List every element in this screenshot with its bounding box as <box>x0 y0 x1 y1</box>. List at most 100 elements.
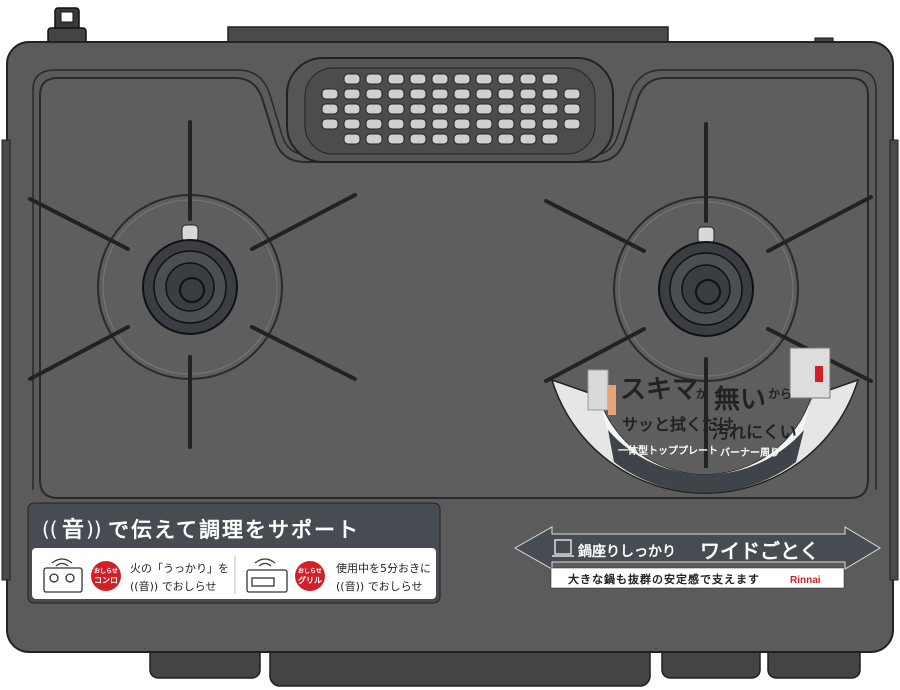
vent-hole <box>343 103 361 115</box>
grate-title-small: 鍋座りしっかり <box>578 543 676 560</box>
vent-hole <box>387 73 405 85</box>
vent-hole <box>453 73 471 85</box>
vent-hole <box>453 118 471 130</box>
grate-arm <box>766 195 873 253</box>
vent-hole <box>431 88 449 100</box>
vent-hole <box>453 133 471 145</box>
vent-hole <box>343 73 361 85</box>
rinnai-logo: Rinnai <box>790 575 821 586</box>
vent-hole <box>475 118 493 130</box>
vent-hole <box>563 103 581 115</box>
vent-hole <box>321 118 339 130</box>
vent-hole <box>497 88 515 100</box>
vent-grille <box>286 57 614 163</box>
grill-alert-icon <box>246 558 288 593</box>
vent-hole <box>321 88 339 100</box>
flame-sensor <box>181 224 199 242</box>
burner-left <box>28 120 357 449</box>
vent-hole <box>563 118 581 130</box>
vent-hole <box>497 73 515 85</box>
alert-badge-stove-bottom: コンロ <box>94 576 118 585</box>
vent-hole <box>519 133 537 145</box>
grate-subtitle: 大きな鍋も抜群の安定感で支えます <box>568 572 760 586</box>
vent-hole <box>453 103 471 115</box>
vent-hole <box>365 103 383 115</box>
vent-hole <box>409 88 427 100</box>
vent-hole <box>519 103 537 115</box>
vent-hole <box>475 103 493 115</box>
vent-hole <box>475 73 493 85</box>
sound-waves-right: )) <box>86 517 102 541</box>
vent-hole <box>365 88 383 100</box>
vent-hole <box>387 88 405 100</box>
grill-alert-line2: ((音)) でおしらせ <box>336 579 422 593</box>
vent-hole <box>563 88 581 100</box>
grate-arm <box>250 193 357 251</box>
sound-banner-sound: 音 <box>62 517 84 543</box>
vent-hole <box>519 73 537 85</box>
vent-hole <box>541 103 559 115</box>
flame-sensor <box>697 226 715 244</box>
vent-hole <box>519 118 537 130</box>
stove-alert-line2: ((音)) でおしらせ <box>130 579 216 593</box>
vent-hole <box>453 88 471 100</box>
grate-arm <box>28 325 130 381</box>
badge-left-main: スキマ <box>620 375 698 405</box>
sound-banner-title: で伝えて調理をサポート <box>108 518 360 542</box>
vent-hole <box>387 133 405 145</box>
alert-badge-grill-bottom: グリル <box>298 575 322 585</box>
alert-badge-grill-top: おしらせ <box>298 568 322 575</box>
stove-alert-icon <box>43 558 83 593</box>
badge-left-caption: 一体型トッププレート <box>618 444 718 457</box>
vent-hole <box>475 133 493 145</box>
vent-hole <box>431 118 449 130</box>
grate-title-large: ワイドごとく <box>700 539 819 563</box>
grate-arm <box>544 327 646 383</box>
vent-hole <box>409 103 427 115</box>
alert-badge-grill <box>295 561 325 591</box>
pot-icon <box>552 539 574 557</box>
vent-hole <box>343 118 361 130</box>
badge-left-sub: サッと拭くだけ <box>622 415 734 434</box>
vent-hole <box>343 133 361 145</box>
alert-badge-stove <box>91 561 121 591</box>
vent-hole <box>321 103 339 115</box>
grate-arm <box>544 199 646 253</box>
vent-hole <box>365 118 383 130</box>
vent-hole <box>365 133 383 145</box>
badge-right-sub: 汚れにくい <box>712 422 797 443</box>
vent-hole <box>497 103 515 115</box>
vent-hole <box>409 73 427 85</box>
vent-hole <box>541 133 559 145</box>
vent-hole <box>431 103 449 115</box>
vent-hole <box>541 118 559 130</box>
badge-right-caption: バーナー周り <box>720 447 780 459</box>
vent-hole <box>387 103 405 115</box>
sound-support-banner: (( 音 )) で伝えて調理をサポート おしらせ コンロ 火の「うっかり」を (… <box>27 502 441 604</box>
top-plate <box>39 77 869 499</box>
vent-hole <box>497 133 515 145</box>
grate-arm <box>250 325 357 381</box>
feature-badge: スキマ が サッと拭くだけ 一体型トッププレート 無い から 汚れにくい バーナ… <box>550 347 860 494</box>
grate-arm <box>28 197 130 251</box>
badge-right-main: 無い <box>714 385 766 415</box>
vent-hole <box>409 133 427 145</box>
stove-alert-line1: 火の「うっかり」を <box>130 562 229 575</box>
vent-hole <box>541 73 559 85</box>
badge-left-particle: が <box>696 386 708 401</box>
vent-hole <box>519 88 537 100</box>
alert-badge-stove-top: おしらせ <box>94 568 118 575</box>
top-knob <box>47 7 87 45</box>
vent-hole <box>409 118 427 130</box>
vent-hole <box>343 88 361 100</box>
vent-hole <box>541 88 559 100</box>
vent-hole <box>387 118 405 130</box>
vent-hole <box>431 73 449 85</box>
vent-hole <box>365 73 383 85</box>
wide-grate-banner: 鍋座りしっかり ワイドごとく 大きな鍋も抜群の安定感で支えます Rinnai <box>513 526 881 589</box>
vent-hole <box>475 88 493 100</box>
badge-right-particle: から <box>768 387 792 401</box>
vent-hole <box>497 118 515 130</box>
vent-hole <box>431 133 449 145</box>
